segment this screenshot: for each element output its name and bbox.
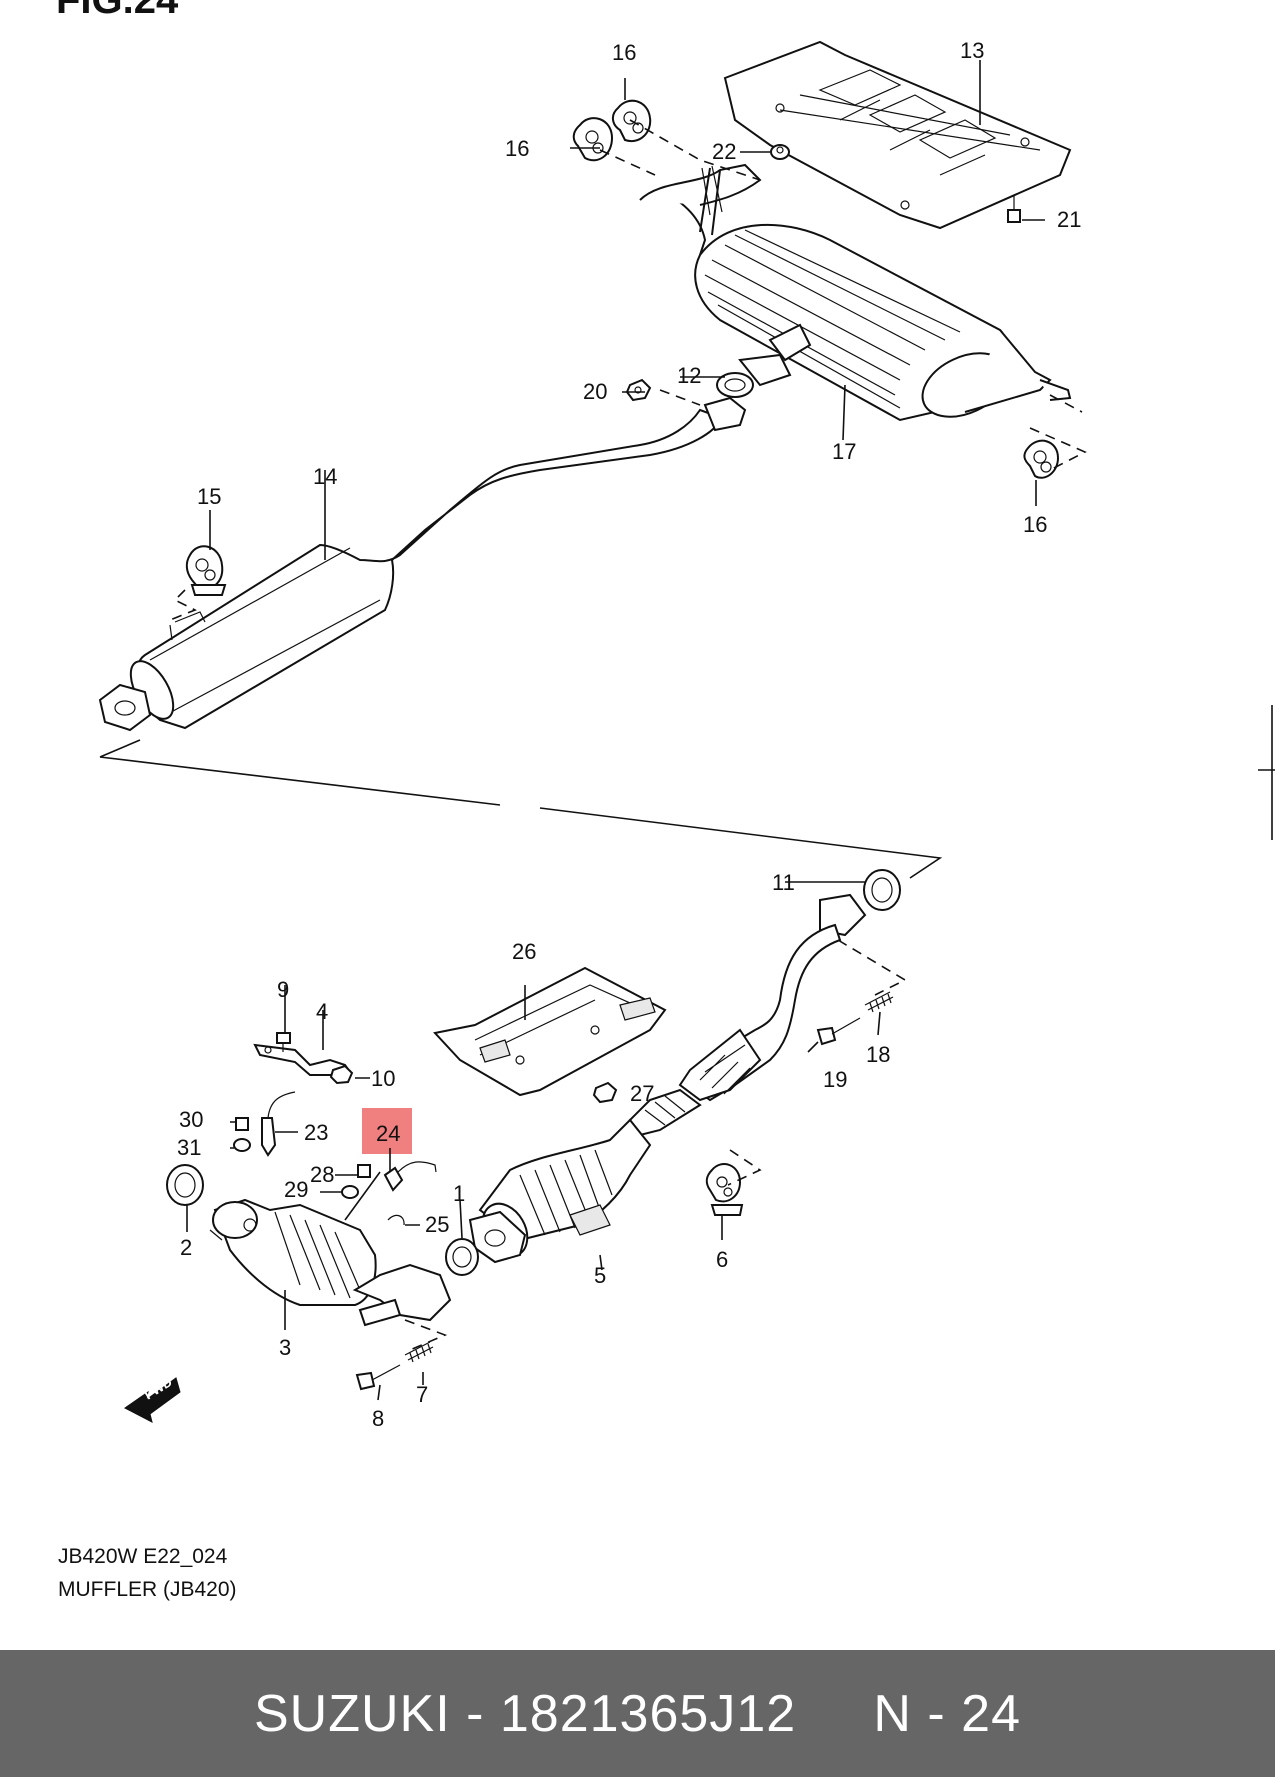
gasket-31	[233, 1138, 251, 1152]
label-15: 15	[197, 484, 221, 509]
caption-code: JB420W E22_024	[58, 1545, 228, 1568]
label-30: 30	[179, 1107, 203, 1132]
label-9: 9	[277, 977, 289, 1002]
gasket-2	[166, 1164, 204, 1206]
label-18: 18	[866, 1042, 890, 1067]
clip-25	[387, 1214, 405, 1226]
edge-marks	[1258, 705, 1275, 840]
leader-lines	[186, 60, 1045, 1401]
label-22: 22	[712, 139, 736, 164]
label-7: 7	[416, 1382, 428, 1407]
label-21: 21	[1057, 207, 1081, 232]
label-2: 2	[180, 1235, 192, 1260]
gasket-12	[716, 372, 754, 398]
caption-title: MUFFLER (JB420)	[58, 1578, 237, 1601]
label-17: 17	[832, 439, 856, 464]
bolt-21	[1007, 195, 1021, 223]
label-16-left: 16	[505, 136, 529, 161]
hanger-16-right	[1023, 439, 1060, 479]
label-27: 27	[630, 1081, 654, 1106]
label-14: 14	[313, 464, 337, 489]
nut-10	[329, 1064, 354, 1085]
label-6: 6	[716, 1247, 728, 1272]
label-3: 3	[279, 1335, 291, 1360]
label-26: 26	[512, 939, 536, 964]
catalytic-converter	[209, 1198, 452, 1327]
label-4: 4	[316, 999, 328, 1024]
heat-shield-lower	[433, 966, 667, 1097]
hanger-16-left	[572, 117, 614, 162]
oxygen-sensor-24	[383, 1161, 437, 1192]
highlight-box-24	[362, 1108, 412, 1154]
label-8: 8	[372, 1406, 384, 1431]
label-16-top: 16	[612, 40, 636, 65]
gasket-11	[863, 869, 901, 911]
plug-30	[235, 1117, 249, 1131]
bolt-19	[816, 1017, 861, 1046]
muffler-flange	[738, 353, 792, 387]
label-11: 11	[772, 870, 795, 895]
footer-part-number: SUZUKI - 1821365J12 N - 24	[253, 1684, 1021, 1743]
label-19: 19	[823, 1067, 847, 1092]
fwd-arrow-icon: FWD	[124, 1374, 181, 1423]
gasket-1	[445, 1238, 479, 1276]
label-1: 1	[453, 1181, 465, 1206]
spring-18	[864, 991, 894, 1013]
gasket-29	[341, 1185, 359, 1199]
footer-bar: SUZUKI - 1821365J12 N - 24	[0, 1650, 1275, 1777]
plug-28	[357, 1164, 371, 1178]
label-16-right: 16	[1023, 512, 1047, 537]
nut-27	[592, 1081, 618, 1104]
heat-shield-upper	[723, 40, 1072, 230]
label-25: 25	[425, 1212, 449, 1237]
front-pipe-assy	[468, 893, 867, 1264]
nut-20	[625, 378, 652, 402]
label-23: 23	[304, 1120, 328, 1145]
oxygen-sensor-23	[261, 1091, 296, 1157]
label-29: 29	[284, 1177, 308, 1202]
label-13: 13	[960, 38, 984, 63]
hanger-15	[185, 545, 227, 596]
label-12: 12	[677, 363, 701, 388]
label-5: 5	[594, 1263, 606, 1288]
main-muffler	[639, 163, 1072, 422]
hanger-6	[705, 1163, 744, 1216]
exhaust-parts-diagram: FWD 13 16 16 22 21 20 12 17 16 15 14 11 …	[98, 38, 1275, 1431]
label-10: 10	[371, 1066, 395, 1091]
dashed-leaders	[169, 119, 1087, 1351]
figure-label: FIG.24	[56, 0, 179, 22]
label-20: 20	[583, 379, 607, 404]
connection-line	[99, 739, 943, 879]
label-31: 31	[177, 1135, 201, 1160]
spring-7	[404, 1341, 434, 1363]
label-28: 28	[310, 1162, 334, 1187]
center-pipe-resonator	[98, 396, 747, 732]
bolt-8	[355, 1364, 401, 1391]
nut-22	[770, 144, 790, 160]
label-24-highlighted: 24	[376, 1121, 400, 1146]
